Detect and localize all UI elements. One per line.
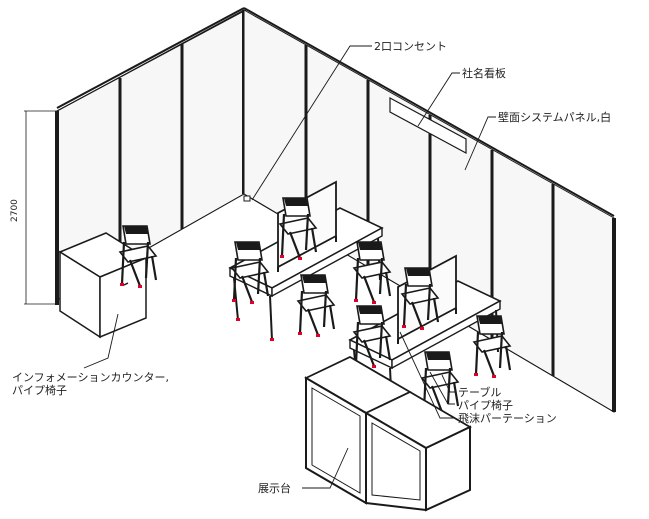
- leader-lines: [83, 45, 496, 489]
- label-outlet: 2口コンセント: [374, 40, 447, 53]
- height-dimension-value: 2700: [10, 199, 20, 222]
- information-counter: [58, 232, 148, 339]
- label-wall-panel: 壁面システムパネル,白: [498, 110, 611, 124]
- label-company-sign: 社名看板: [462, 66, 506, 80]
- label-pipe-chair: パイプ椅子: [458, 398, 513, 412]
- height-dimension: 2700: [10, 110, 57, 305]
- label-display-stand: 展示台: [258, 481, 291, 495]
- display-stand-left: [304, 355, 412, 505]
- label-info-counter-chair: パイプ椅子: [12, 383, 67, 397]
- outlet-marker: [243, 195, 251, 202]
- display-stand-right: [364, 390, 472, 512]
- label-info-counter: インフォメーションカウンター,: [12, 371, 169, 384]
- company-sign: [389, 96, 467, 155]
- chair-t1-front-mid: [296, 273, 336, 339]
- label-partition: 飛沫パーテーション: [458, 412, 557, 425]
- label-table: テーブル: [458, 385, 501, 399]
